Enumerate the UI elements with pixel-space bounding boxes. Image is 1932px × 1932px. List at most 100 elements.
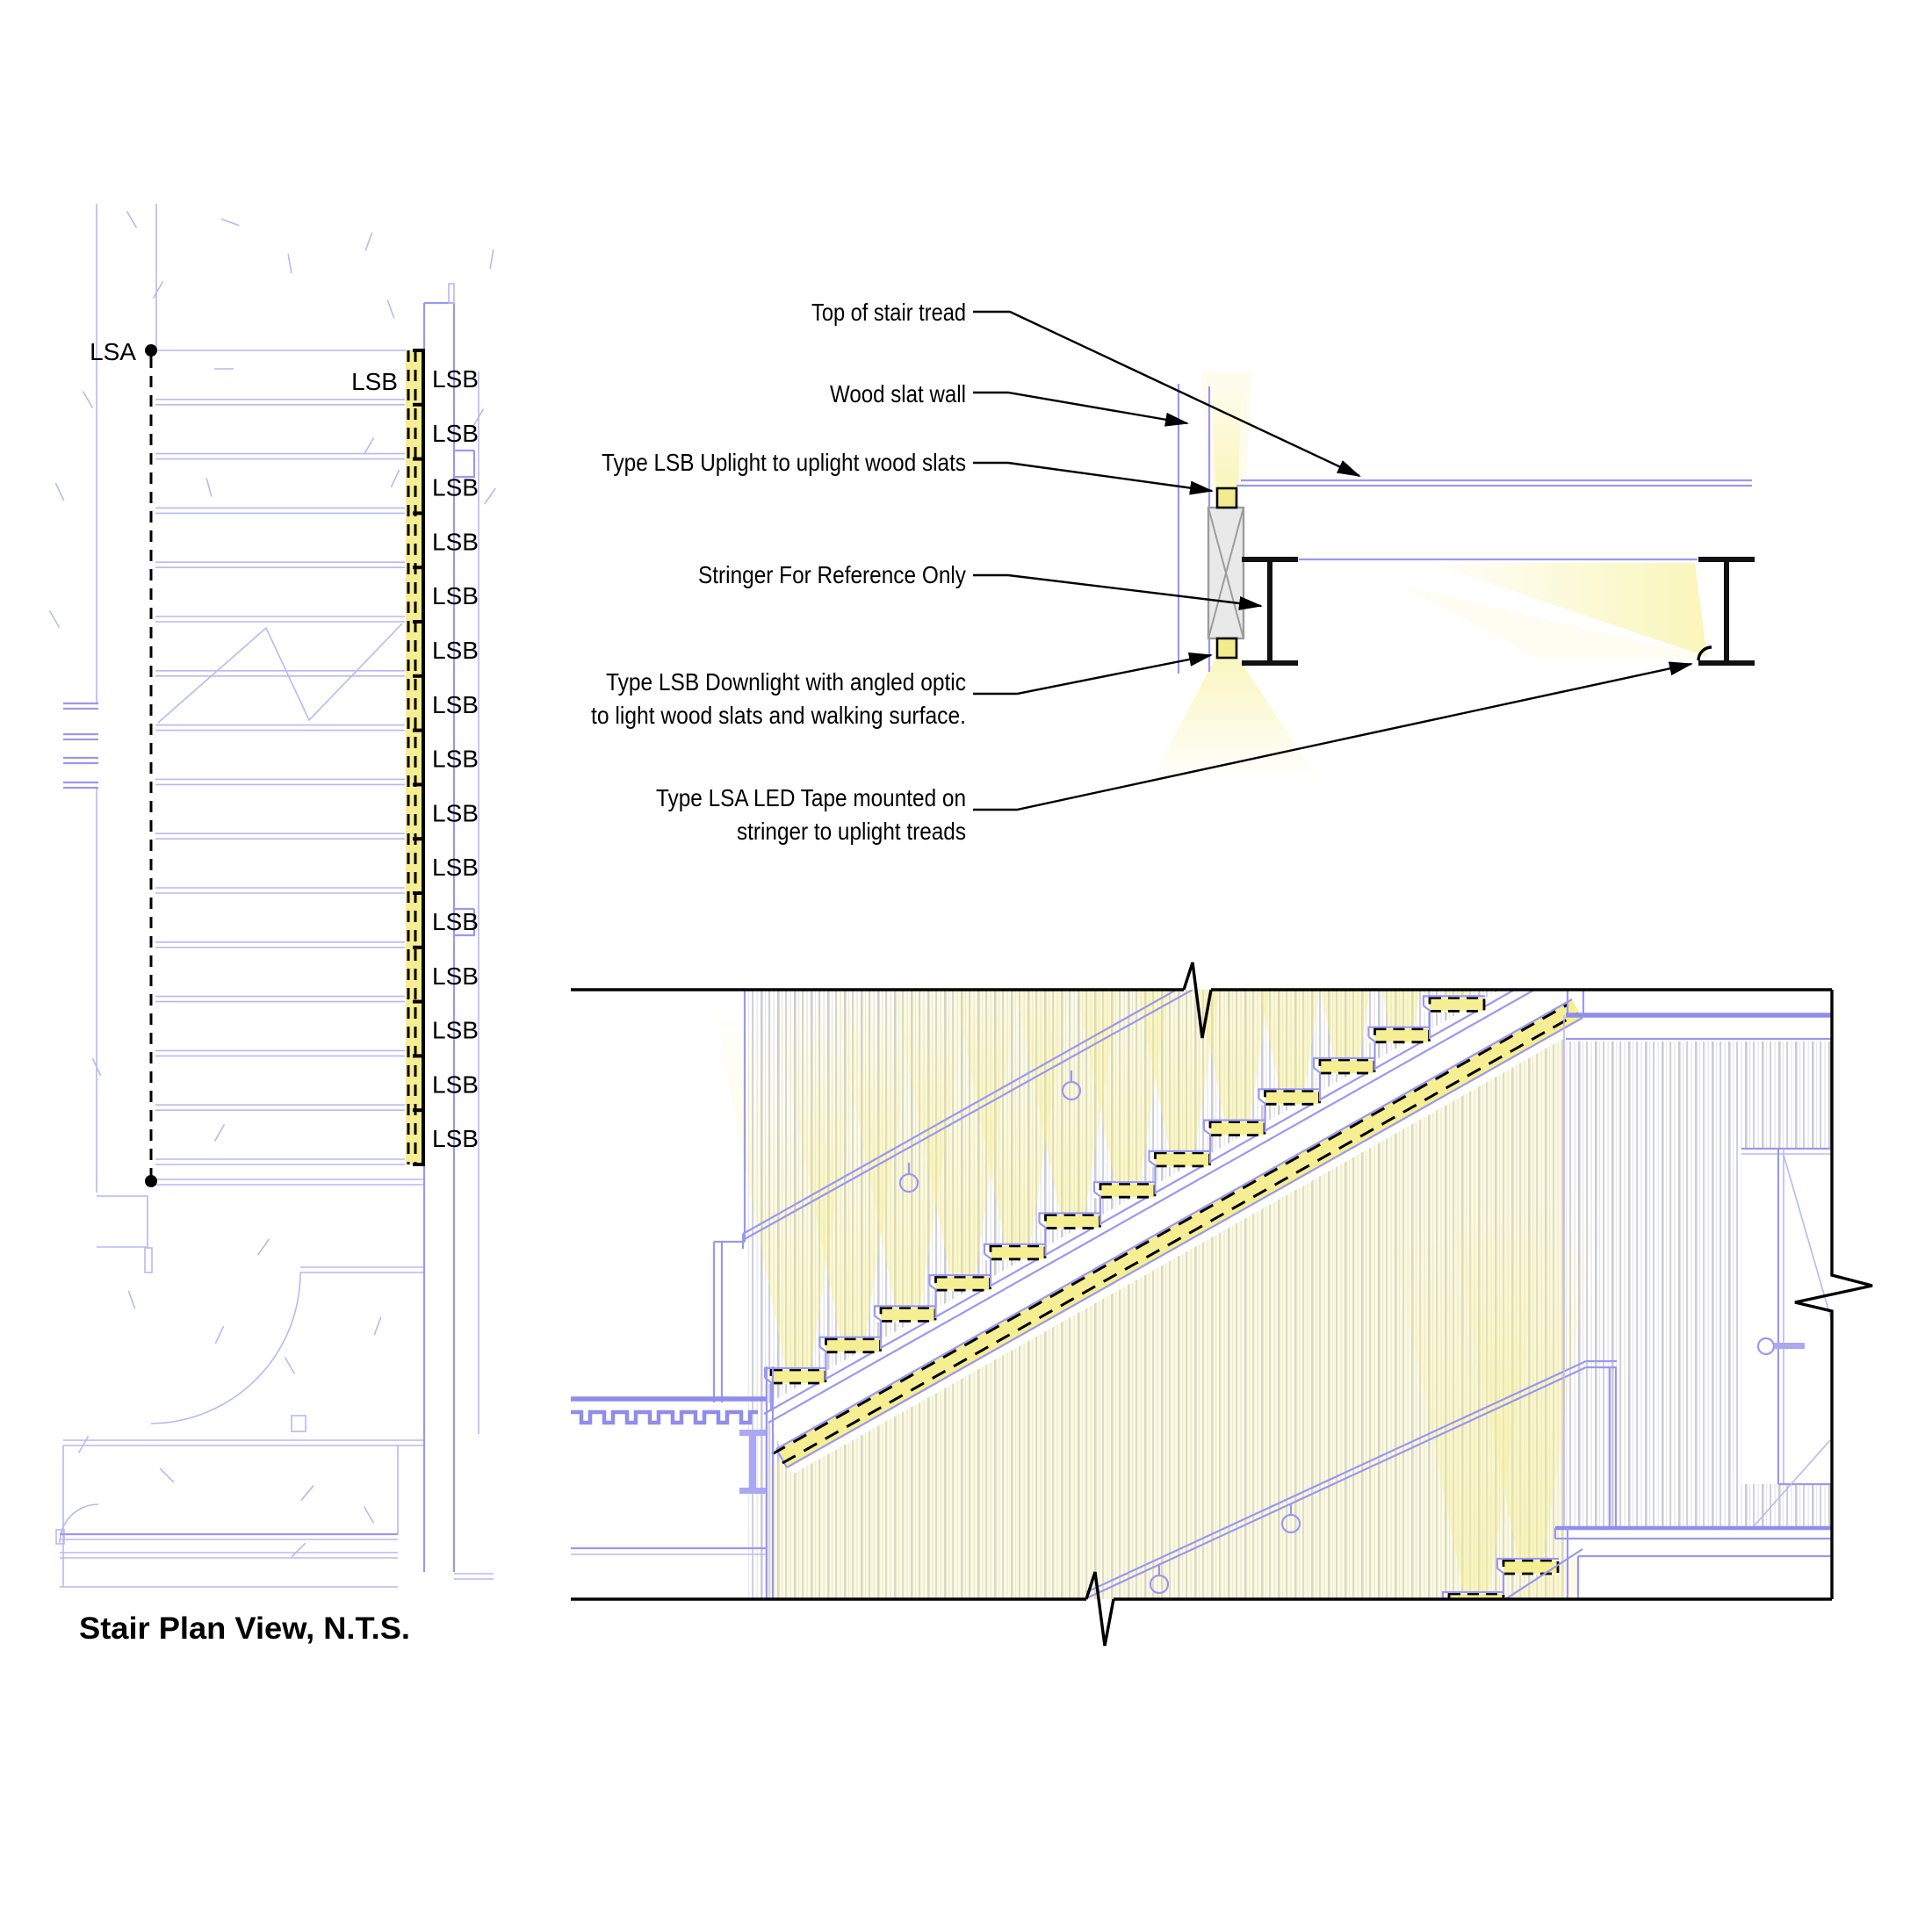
plan-wall-tab [448, 283, 455, 304]
stray-tick [300, 1485, 314, 1501]
lsa-tape-line [145, 344, 157, 1187]
lsb-segment-label: LSB [432, 420, 479, 447]
tread-led-bar [879, 1307, 937, 1323]
stringer-lighting-detail: Top of stair tread Wood slat wall Type L… [591, 299, 1755, 845]
tread-light-cone [1198, 990, 1270, 1128]
lsb-tape-tick [413, 620, 425, 624]
stray-tick [127, 1290, 136, 1309]
tread [928, 1274, 991, 1319]
annotation-top-of-stair-tread: Top of stair tread [811, 299, 966, 326]
lsb-segment-label: LSB [432, 746, 479, 773]
tread-outline [873, 1305, 936, 1350]
plan-door-swing-arc [59, 1503, 99, 1544]
annotation-lsb-downlight-line1: Type LSB Downlight with angled optic [606, 668, 966, 696]
stray-tick [287, 254, 292, 273]
leader-lsb-downlight [973, 652, 1213, 696]
lsb-tape-tick [413, 566, 425, 570]
plan-door-swing-arc [150, 1272, 301, 1424]
lsb-tape-ticks [413, 349, 425, 1166]
stray-tick [291, 1542, 306, 1558]
leader-lsb-uplight [973, 461, 1214, 495]
stair-plan-view: LSA LSB LSBLSBLSBLSBLSBLSBLSBLSBLSBLSBLS… [48, 204, 496, 1646]
tread-led-bar [1318, 1058, 1376, 1075]
tread-outline [818, 1336, 882, 1381]
section-treads [763, 995, 1560, 1599]
lsa-end-dot [145, 1175, 157, 1187]
tread-led-bar [1373, 1027, 1431, 1044]
lsa-uplight-spill [1405, 587, 1707, 657]
door-lever [1774, 1343, 1805, 1349]
leader-lsa-led-tape [973, 661, 1693, 811]
annotation-lsb-downlight-line2: to light wood slats and walking surface. [591, 702, 966, 729]
section-top-border [571, 962, 1832, 1039]
lsb-segment-label: LSB [432, 854, 479, 881]
plan-door-leaf [55, 1529, 65, 1545]
door-swing-line [1753, 1439, 1831, 1527]
stray-tick [48, 610, 61, 628]
stringer-top-line2 [768, 990, 1537, 1424]
tread-outline [1038, 1212, 1101, 1257]
tread-outline [1422, 995, 1485, 1040]
plan-door-jambs [63, 702, 98, 789]
tread-led-bar [1099, 1182, 1157, 1199]
tread-light-cone [1320, 990, 1371, 1065]
stray-tick [257, 1238, 270, 1256]
lsb-tape-tick [413, 999, 425, 1004]
tread-outline [1148, 1150, 1211, 1194]
lsb-tape-tick [413, 402, 425, 407]
metal-deck-flutes [571, 1409, 758, 1425]
section-right-border [1794, 990, 1873, 1599]
lsb-segment-label: LSB [432, 691, 479, 718]
stray-tick [213, 1124, 226, 1142]
tread [1496, 1557, 1560, 1599]
left-stringer-ibeam [1242, 557, 1298, 666]
lsb-tape-tick [413, 837, 425, 841]
plan-door-leaf [144, 1247, 153, 1273]
tread-led-bar [769, 1368, 827, 1385]
tread [1202, 1119, 1266, 1164]
lsb-segment-label: LSB [432, 962, 479, 990]
tread-outline [1258, 1088, 1321, 1133]
tread-outline [1312, 1056, 1375, 1101]
tread-light-cone [1390, 1223, 1545, 1599]
tread-light-cone [1442, 990, 1471, 1004]
lsb-tape-tick [413, 728, 425, 732]
tread-light-cone [1076, 990, 1170, 1190]
stray-tick [390, 469, 400, 488]
door-elevation [1741, 1147, 1832, 1527]
plan-title: Stair Plan View, N.T.S. [79, 1611, 410, 1646]
leader-wood-slat-wall [973, 391, 1189, 427]
stray-tick [386, 299, 395, 319]
tread-led-bar [1502, 1559, 1560, 1575]
tread-led-bar [1044, 1214, 1101, 1229]
lsb-segment-label: LSB [432, 365, 479, 393]
plan-random-ticks [48, 211, 496, 1558]
stray-tick [54, 482, 65, 501]
lsb-tape-tick [413, 349, 425, 352]
support-ibeam [739, 1430, 766, 1494]
stray-tick [214, 1325, 225, 1344]
lsb-label-column: LSBLSBLSBLSBLSBLSBLSBLSBLSBLSBLSBLSBLSBL… [432, 365, 479, 1152]
section-bottom-border [571, 1571, 1832, 1647]
annotation-lsa-led-tape-line2: stringer to uplight treads [737, 818, 966, 845]
plan-wall-stub [454, 449, 476, 479]
annotation-leaders [973, 310, 1693, 811]
stray-tick [220, 218, 240, 227]
stray-tick [364, 232, 373, 251]
annotation-stringer-reference: Stringer For Reference Only [698, 561, 966, 588]
stray-tick [152, 281, 164, 299]
lsb-wall-label: LSB [351, 368, 398, 395]
tread-led-bar [934, 1275, 991, 1292]
lsb-segment-label: LSB [432, 799, 479, 826]
stray-tick [77, 1436, 90, 1453]
annotation-lsa-led-tape-line1: Type LSA LED Tape mounted on [656, 784, 966, 811]
lsb-downlight-fixture [1215, 637, 1238, 660]
annotation-lsb-uplight: Type LSB Uplight to uplight wood slats [602, 449, 966, 476]
tread-outline [928, 1274, 991, 1319]
plan-door-leaf [291, 1415, 306, 1432]
lsa-label: LSA [90, 338, 136, 365]
plan-wall-stub [454, 907, 476, 937]
lower-flight-glow [1445, 1551, 1581, 1599]
lsb-segment-label: LSB [432, 1071, 479, 1098]
tread-led-bar [1208, 1121, 1266, 1136]
